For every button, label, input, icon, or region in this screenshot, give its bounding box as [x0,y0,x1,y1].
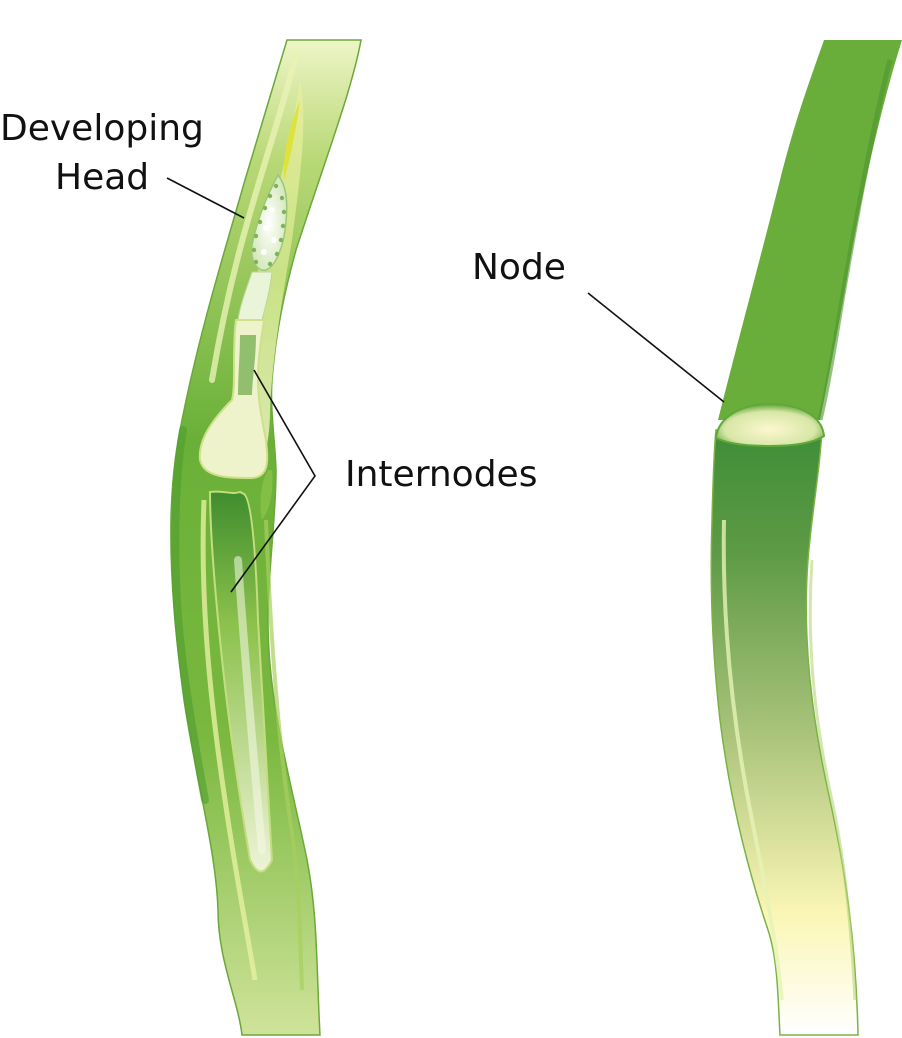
developing-head-label-line2: Head [55,157,150,198]
developing-head-leader [166,177,245,219]
upper-internode-core [238,335,256,395]
left-stem-inner-wall-right [264,519,304,991]
left-stem-rim-shadow [171,426,209,804]
node-label: Node [472,247,566,288]
leader-lines [166,177,725,593]
right-stem-lower-edge [808,559,857,1001]
right-stem-upper [718,40,902,420]
developing-head-body [250,173,288,271]
node-leader [587,292,725,403]
right-stem-upper-shade [817,59,893,421]
spikelet-dots [251,183,287,267]
internodes-leader [230,369,316,593]
internodes-label: Internodes [345,454,538,495]
right-stem-exterior [710,40,902,1036]
right-stem-lower-highlight [721,519,784,1001]
right-node [714,402,826,448]
right-stem-lower [710,429,859,1036]
lower-internode-sheen [234,556,266,854]
inner-leaf-sheath [283,100,300,180]
left-node-bulge [260,470,273,520]
developing-head [250,173,288,271]
left-stem-cutaway [170,39,362,1036]
left-stem-rim-highlight [209,52,299,383]
left-stem-inner-wall [200,499,258,981]
developing-head-label-line1: Developing [0,108,204,149]
